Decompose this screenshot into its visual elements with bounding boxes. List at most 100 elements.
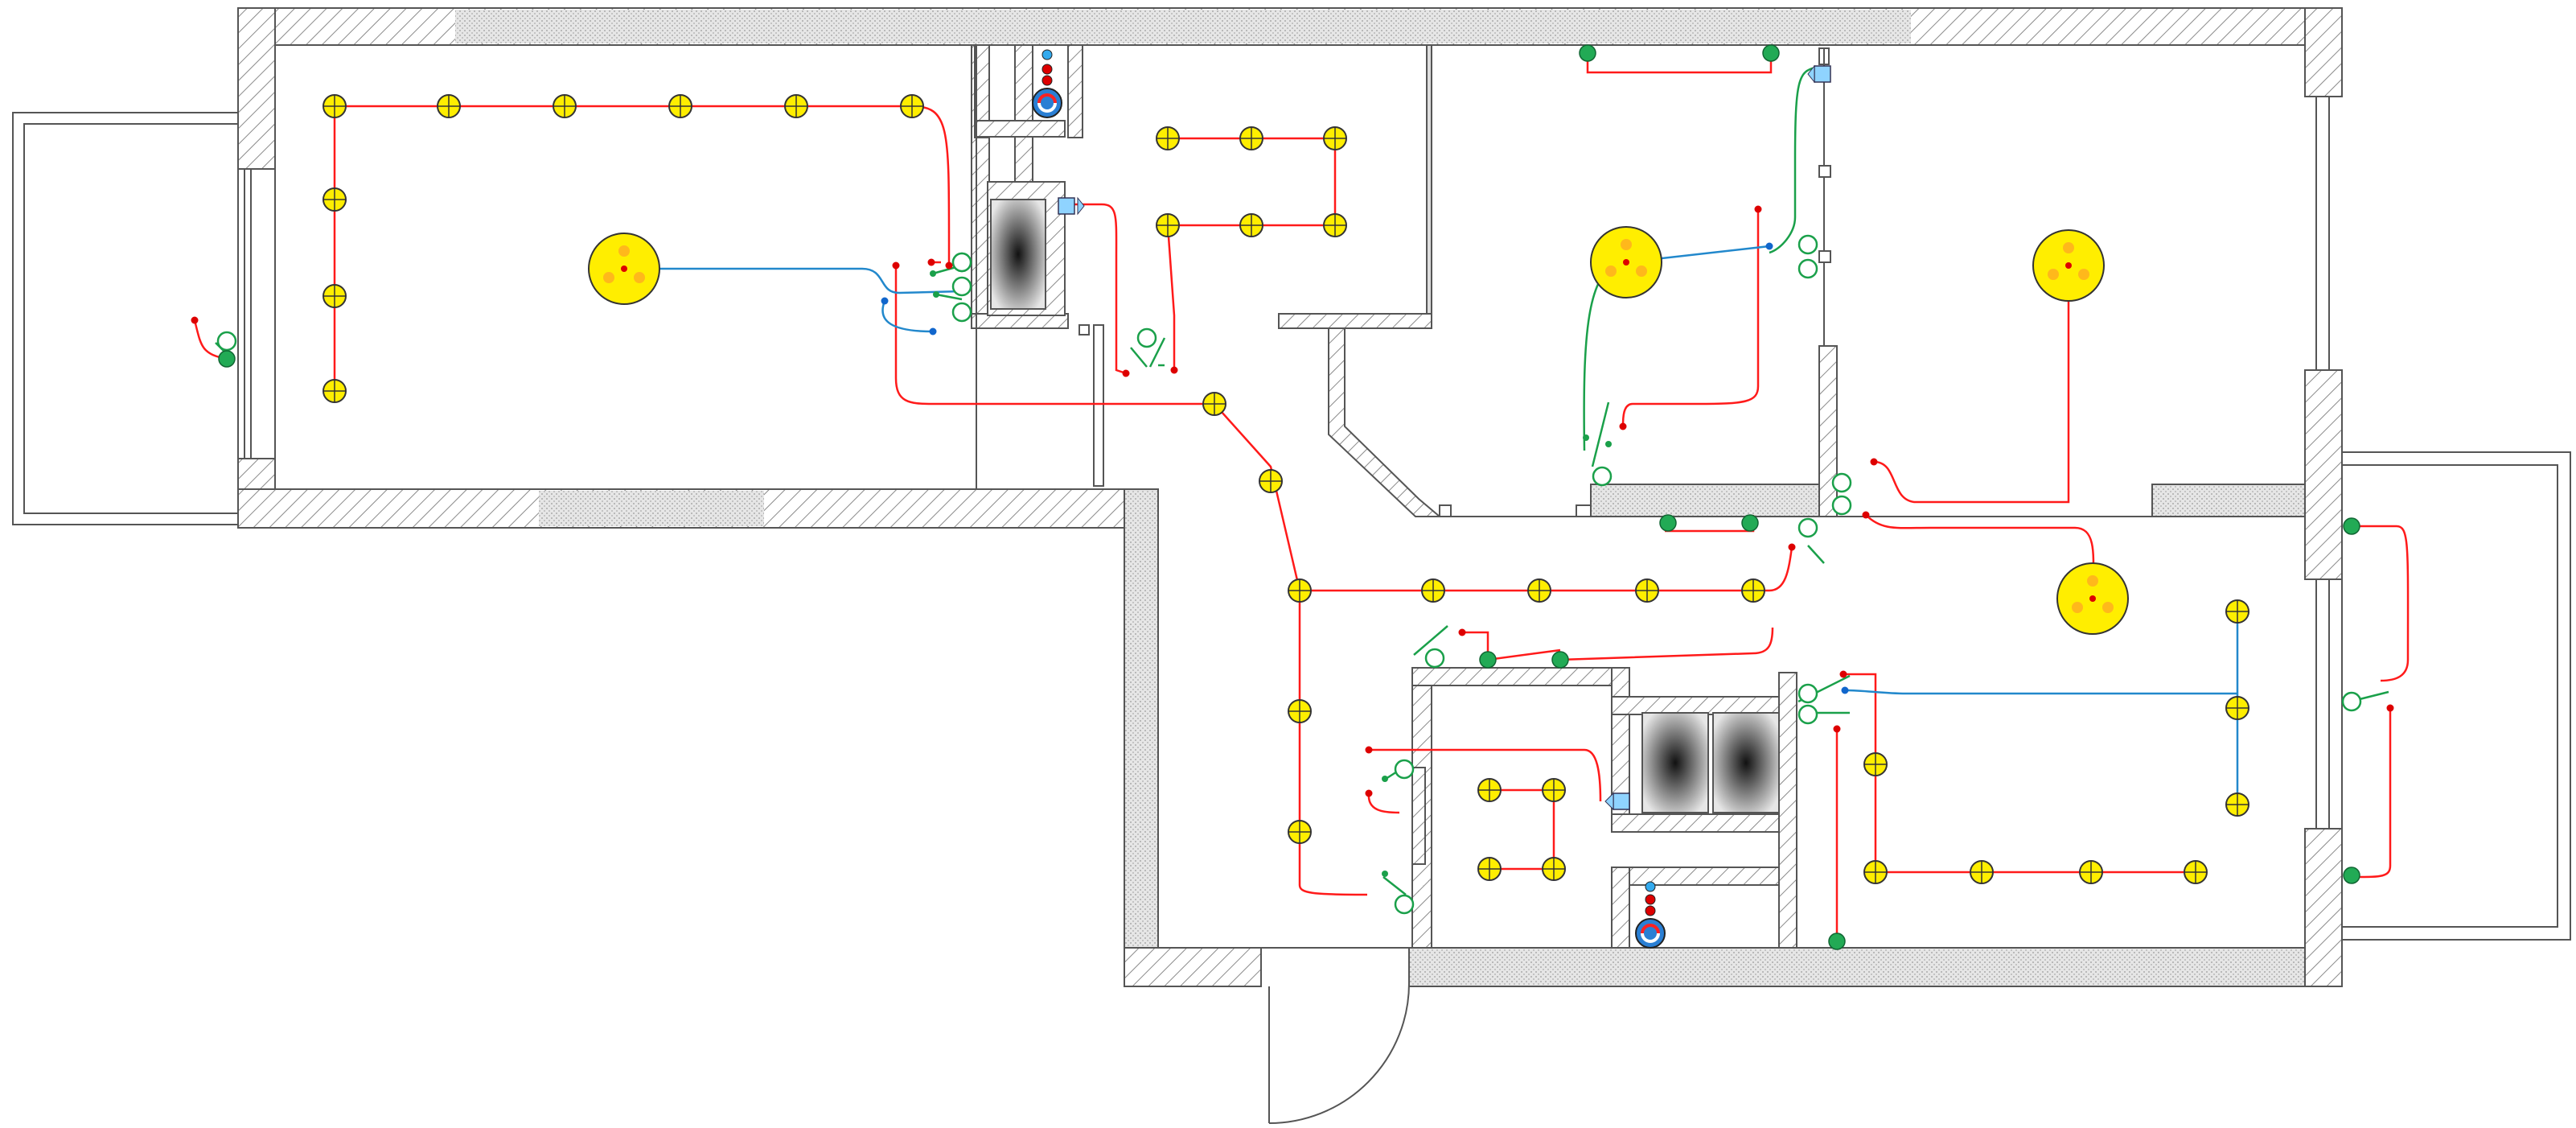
wire-end-dot bbox=[1841, 686, 1849, 694]
spot-light-icon bbox=[1202, 392, 1226, 416]
wire-end-dot bbox=[1583, 434, 1589, 441]
wire-end-dot bbox=[930, 270, 936, 277]
wire-end-dot bbox=[191, 316, 199, 324]
wire-end-dot bbox=[1870, 458, 1878, 466]
outlet-icon bbox=[1828, 932, 1846, 950]
elevator-shaft-icon bbox=[990, 199, 1780, 813]
fan-icon bbox=[1604, 792, 1630, 811]
outlines bbox=[12, 44, 2571, 1124]
ceiling-light-icon bbox=[1590, 226, 1662, 298]
spot-light-icon bbox=[1239, 213, 1263, 237]
conduit-marks bbox=[1078, 165, 1831, 336]
wire-end-dot bbox=[892, 261, 900, 270]
switch-icon bbox=[1831, 495, 1852, 516]
fan-icon bbox=[1058, 196, 1085, 216]
switch-icon bbox=[951, 276, 972, 297]
spot-light-icon bbox=[1527, 578, 1551, 603]
outlet-icon bbox=[1479, 651, 1497, 669]
spot-light-icon bbox=[2225, 792, 2249, 817]
wire-end-dot bbox=[1765, 242, 1773, 250]
ceiling-light-icon bbox=[2032, 229, 2105, 302]
switch-icon bbox=[951, 302, 972, 323]
water-heater-icon bbox=[1032, 49, 1062, 118]
switch-icon bbox=[2341, 691, 2362, 712]
wire-end-dot bbox=[929, 327, 937, 336]
spot-lights bbox=[323, 94, 2249, 884]
outlet-icon bbox=[218, 350, 236, 368]
switch-icon bbox=[1797, 704, 1818, 725]
spot-light-icon bbox=[1477, 778, 1502, 802]
wire-end-dot bbox=[1833, 725, 1841, 733]
wire-end-dot bbox=[1365, 789, 1373, 797]
outlet-icon bbox=[2343, 867, 2360, 884]
spot-light-icon bbox=[437, 94, 461, 118]
walls bbox=[237, 7, 2343, 987]
wire-end-dot bbox=[1605, 441, 1612, 447]
wire-end-dot bbox=[1862, 511, 1870, 519]
spot-light-icon bbox=[1970, 860, 1994, 884]
switch-icon bbox=[1797, 258, 1818, 279]
spot-light-icon bbox=[1863, 860, 1888, 884]
outlet-icon bbox=[2343, 517, 2360, 535]
spot-light-icon bbox=[1288, 699, 1312, 723]
wire-end-dot bbox=[1382, 776, 1388, 782]
spot-light-icon bbox=[553, 94, 577, 118]
spot-light-icon bbox=[2184, 860, 2208, 884]
spot-light-icon bbox=[1156, 213, 1180, 237]
outlet-icon bbox=[1762, 44, 1780, 62]
spot-light-icon bbox=[1477, 857, 1502, 881]
outlet-icon bbox=[1741, 514, 1759, 532]
switches bbox=[216, 234, 2362, 915]
wire-end-dot bbox=[1754, 205, 1762, 213]
water-heater-icon bbox=[1635, 881, 1666, 949]
switch-icon bbox=[1394, 759, 1415, 780]
spot-light-icon bbox=[1288, 578, 1312, 603]
wire-endpoints bbox=[191, 200, 2394, 877]
fan-icon bbox=[1807, 64, 1831, 84]
switch-wiring bbox=[215, 66, 2389, 895]
ceiling-light-icon bbox=[588, 233, 660, 305]
wire-end-dot bbox=[1170, 366, 1178, 374]
wire-end-dot bbox=[1619, 422, 1627, 430]
switch-icon bbox=[1797, 517, 1818, 538]
spot-light-icon bbox=[2225, 696, 2249, 720]
spot-light-icon bbox=[2079, 860, 2103, 884]
ceiling-lights bbox=[588, 226, 2129, 635]
spot-light-icon bbox=[1863, 752, 1888, 776]
switch-icon bbox=[216, 331, 237, 352]
spot-light-icon bbox=[1421, 578, 1445, 603]
switch-icon bbox=[1136, 327, 1157, 348]
wire-end-dot bbox=[1458, 628, 1466, 636]
spot-light-icon bbox=[1542, 857, 1566, 881]
switch-icon bbox=[1797, 234, 1818, 255]
wire-end-dot bbox=[1365, 746, 1373, 754]
switch-icon bbox=[951, 252, 972, 273]
outlets bbox=[218, 44, 2360, 950]
spot-light-icon bbox=[1635, 578, 1659, 603]
switch-icon bbox=[1797, 683, 1818, 704]
spot-light-icon bbox=[668, 94, 692, 118]
wire-end-dot bbox=[1839, 670, 1847, 678]
spot-light-icon bbox=[1323, 213, 1347, 237]
wire-end-dot bbox=[945, 261, 953, 270]
wire-end-dot bbox=[1382, 871, 1388, 877]
switch-icon bbox=[1394, 894, 1415, 915]
wire-end-dot bbox=[881, 297, 889, 305]
spot-light-icon bbox=[2225, 599, 2249, 624]
wire-end-dot bbox=[2386, 704, 2394, 712]
outlet-icon bbox=[1579, 44, 1596, 62]
spot-light-icon bbox=[1542, 778, 1566, 802]
switch-icon bbox=[1831, 472, 1852, 493]
spot-light-icon bbox=[1156, 126, 1180, 150]
spot-light-icon bbox=[323, 187, 347, 212]
wire-end-dot bbox=[933, 291, 939, 298]
spot-light-icon bbox=[1288, 820, 1312, 844]
ceiling-light-icon bbox=[2056, 562, 2129, 635]
outlet-icon bbox=[1551, 651, 1569, 669]
spot-light-icon bbox=[323, 94, 347, 118]
spot-light-icon bbox=[900, 94, 924, 118]
wire-end-dot bbox=[1788, 543, 1796, 551]
spot-light-icon bbox=[323, 284, 347, 308]
spot-light-icon bbox=[1259, 469, 1283, 493]
